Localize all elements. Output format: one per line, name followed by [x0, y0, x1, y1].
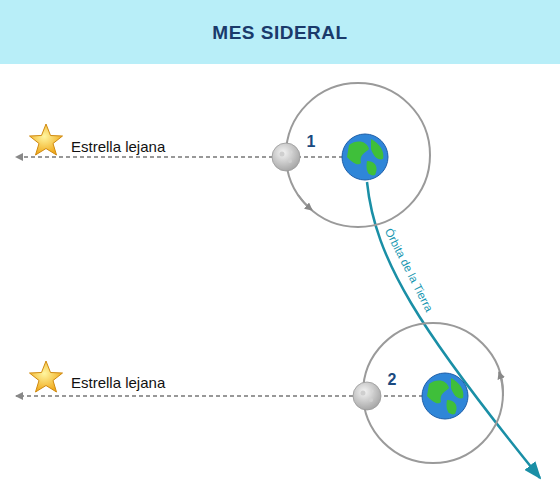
callout-number: 1: [307, 133, 316, 151]
star-label: Estrella lejana: [71, 374, 165, 391]
star-label: Estrella lejana: [71, 138, 165, 155]
diagram-title: MES SIDERAL: [212, 22, 347, 44]
callout-number: 2: [388, 371, 397, 389]
